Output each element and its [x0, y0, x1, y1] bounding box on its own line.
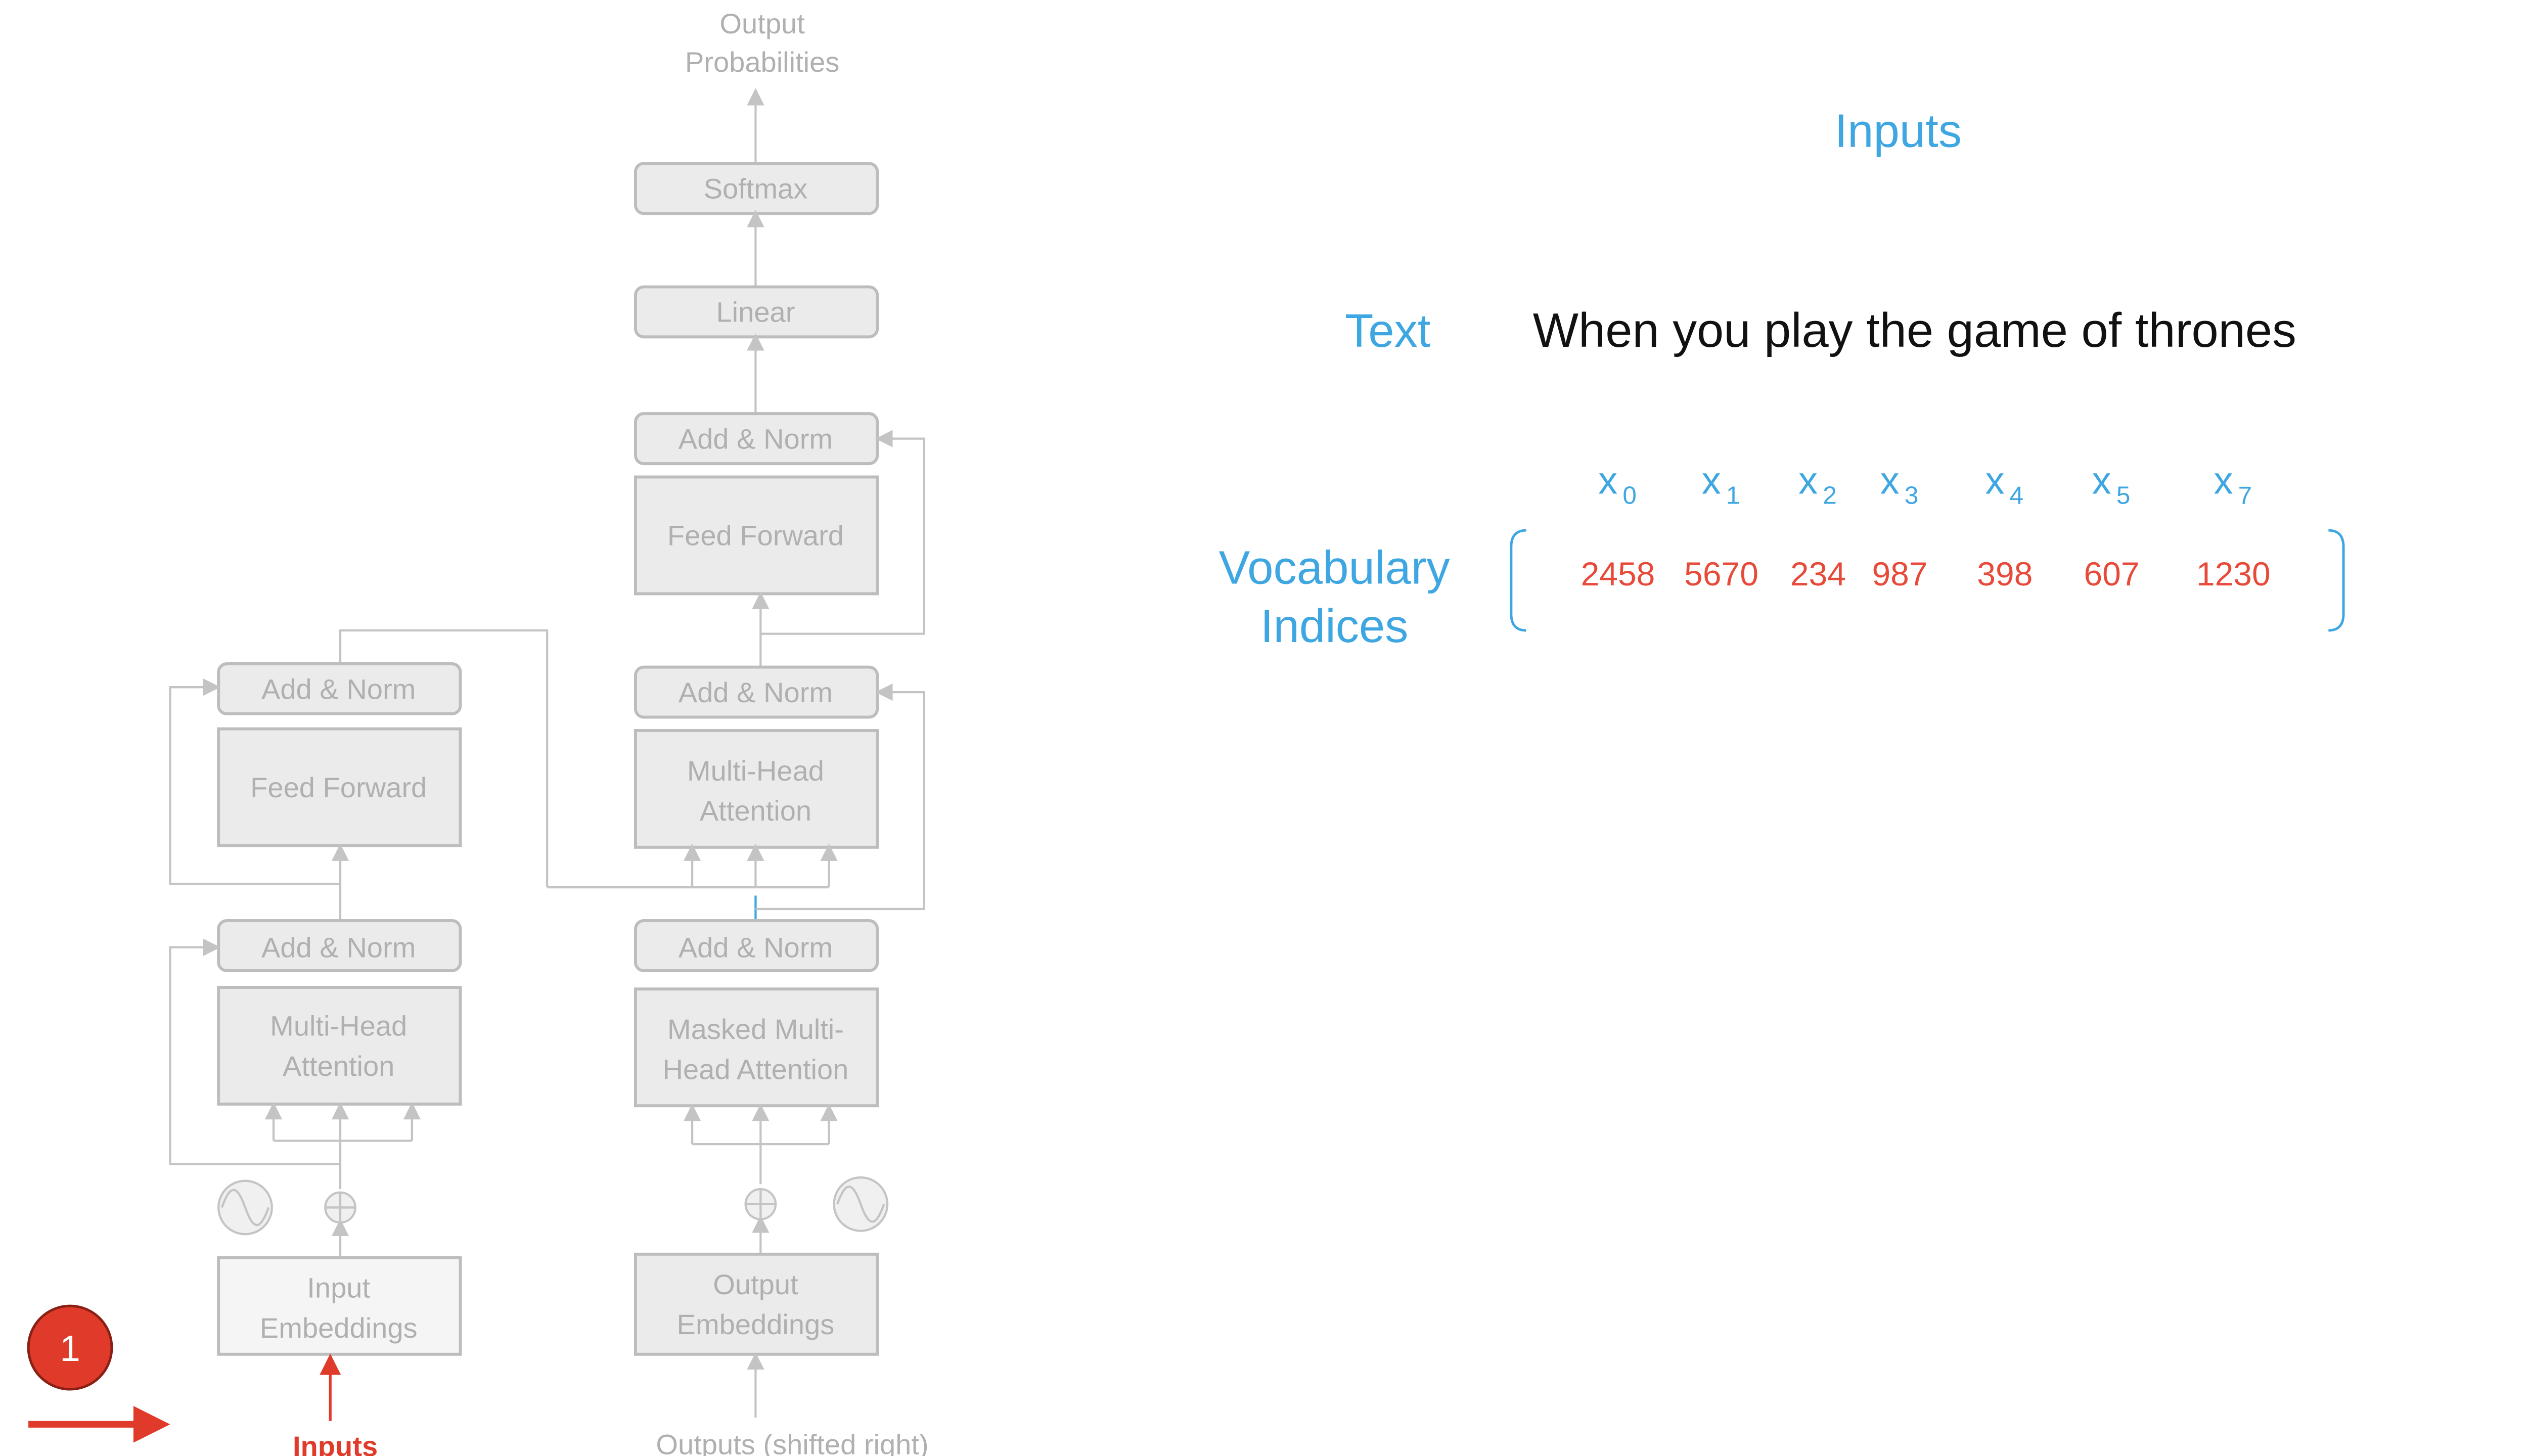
- vocab-label-line1: Vocabulary: [1219, 541, 1450, 594]
- token-index-3: 987: [1872, 555, 1927, 593]
- panel-title: Inputs: [1834, 104, 1962, 157]
- token-var-1: x: [1702, 459, 1721, 502]
- decoder-sine-wave-icon: [833, 1176, 889, 1232]
- token-subscript-2: 2: [1823, 481, 1837, 509]
- svg-text:Attention: Attention: [283, 1050, 394, 1082]
- svg-text:Add & Norm: Add & Norm: [679, 423, 833, 454]
- softmax-block: Softmax: [634, 162, 879, 215]
- input-sentence: When you play the game of thrones: [1533, 303, 2296, 357]
- left-bracket: [1510, 529, 1526, 632]
- decoder-multi-head-attention: Multi-Head Attention: [634, 729, 879, 849]
- token-index-1: 5670: [1684, 555, 1758, 593]
- text-label: Text: [1345, 304, 1430, 357]
- encoder-positional-add-icon: [324, 1191, 356, 1224]
- inputs-label: Inputs: [293, 1430, 378, 1456]
- token-index-4: 398: [1977, 555, 2033, 593]
- token-var-6: x: [2214, 459, 2233, 502]
- token-var-0: x: [1598, 459, 1617, 502]
- decoder-positional-add-icon: [744, 1188, 777, 1220]
- token-subscript-0: 0: [1622, 481, 1637, 509]
- output-probabilities-label-line2: Probabilities: [685, 46, 839, 78]
- token-var-3: x: [1880, 459, 1900, 502]
- decoder-add-norm-top: Add & Norm: [634, 412, 879, 466]
- decoder-feed-forward: Feed Forward: [634, 475, 879, 596]
- svg-text:Add & Norm: Add & Norm: [261, 673, 416, 705]
- svg-text:Input: Input: [307, 1272, 370, 1304]
- svg-text:Feed Forward: Feed Forward: [250, 771, 427, 803]
- svg-text:Embeddings: Embeddings: [677, 1308, 835, 1340]
- encoder-feed-forward: Feed Forward: [217, 727, 462, 847]
- token-subscript-6: 7: [2238, 481, 2252, 509]
- pointer-arrow-icon: [28, 1406, 170, 1443]
- vocab-label-line2: Indices: [1260, 600, 1409, 652]
- encoder-multi-head-attention: Multi-Head Attention: [217, 986, 462, 1106]
- token-index-5: 607: [2084, 555, 2139, 593]
- svg-text:Multi-Head: Multi-Head: [270, 1010, 407, 1042]
- token-subscript-3: 3: [1905, 481, 1919, 509]
- svg-text:Add & Norm: Add & Norm: [679, 676, 833, 708]
- svg-text:Softmax: Softmax: [704, 173, 808, 205]
- svg-text:Add & Norm: Add & Norm: [679, 932, 833, 964]
- svg-text:1: 1: [60, 1328, 80, 1369]
- svg-text:Add & Norm: Add & Norm: [261, 932, 416, 964]
- token-var-2: x: [1798, 459, 1818, 502]
- token-var-4: x: [1985, 459, 2005, 502]
- token-subscript-4: 4: [2010, 481, 2024, 509]
- token-index-2: 234: [1790, 555, 1846, 593]
- right-bracket: [2328, 529, 2345, 632]
- token-index-6: 1230: [2196, 555, 2271, 593]
- encoder-sine-wave-icon: [217, 1179, 273, 1236]
- svg-text:Multi-Head: Multi-Head: [687, 755, 824, 787]
- svg-text:Embeddings: Embeddings: [260, 1312, 418, 1344]
- output-embeddings-block: Output Embeddings: [634, 1252, 879, 1356]
- step-badge: 1: [27, 1304, 113, 1391]
- token-subscript-5: 5: [2116, 481, 2131, 509]
- token-subscript-1: 1: [1726, 481, 1740, 509]
- decoder-add-norm-mid: Add & Norm: [634, 665, 879, 719]
- decoder-add-norm-low: Add & Norm: [634, 919, 879, 972]
- svg-text:Linear: Linear: [716, 296, 795, 328]
- encoder-add-norm-low: Add & Norm: [217, 919, 462, 972]
- token-index-0: 2458: [1581, 555, 1655, 593]
- svg-text:Head Attention: Head Attention: [662, 1053, 848, 1085]
- input-embeddings-block: Input Embeddings: [217, 1256, 462, 1356]
- token-var-5: x: [2092, 459, 2111, 502]
- linear-block: Linear: [634, 285, 879, 339]
- outputs-shifted-right-label: Outputs (shifted right): [656, 1429, 928, 1456]
- svg-text:Masked Multi-: Masked Multi-: [667, 1013, 844, 1045]
- masked-multi-head-attention: Masked Multi- Head Attention: [634, 987, 879, 1108]
- svg-text:Output: Output: [713, 1268, 798, 1300]
- svg-text:Feed Forward: Feed Forward: [667, 520, 844, 552]
- encoder-add-norm-top: Add & Norm: [217, 662, 462, 715]
- svg-text:Attention: Attention: [700, 795, 811, 827]
- output-probabilities-label-line1: Output: [719, 8, 805, 39]
